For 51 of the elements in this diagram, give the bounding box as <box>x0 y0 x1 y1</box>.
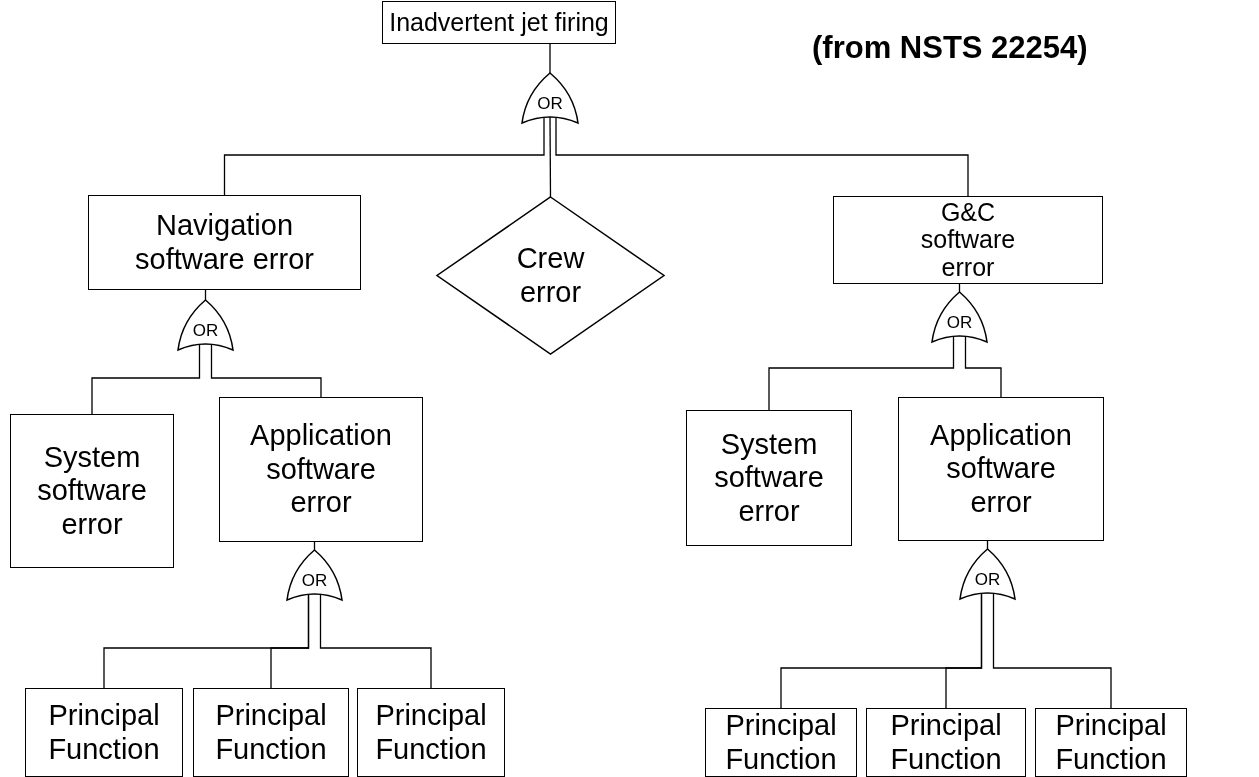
node-text: Principal Function <box>889 709 1003 776</box>
connector-line <box>945 593 983 709</box>
connector-line <box>210 344 322 398</box>
connector-line <box>768 336 955 411</box>
event-box <box>219 397 423 542</box>
connector-line <box>91 344 201 415</box>
connector-line <box>319 594 432 689</box>
node-text: Principal Function <box>374 699 488 766</box>
node-text: Principal Function <box>214 699 328 766</box>
node-text: OR <box>301 571 328 591</box>
event-box <box>866 708 1026 777</box>
event-box <box>898 397 1104 541</box>
source-note: (from NSTS 22254) <box>812 30 1088 66</box>
decision-diamond <box>437 197 664 354</box>
event-box <box>10 414 174 568</box>
event-box <box>193 688 349 777</box>
connector-line <box>964 336 1002 398</box>
node-text: Principal Function <box>1054 709 1168 776</box>
connector-line <box>549 116 552 198</box>
node-text: Principal Function <box>724 709 838 776</box>
event-box <box>88 195 361 290</box>
event-box <box>357 688 505 777</box>
node-text: System software error <box>713 428 825 528</box>
node-text: Inadvertent jet firing <box>389 8 609 37</box>
or-gate <box>287 550 342 600</box>
node-text: OR <box>974 570 1001 590</box>
event-box <box>705 708 857 777</box>
or-gate <box>960 549 1015 599</box>
connector-line <box>992 593 1112 709</box>
node-text: Application software error <box>250 419 392 520</box>
event-box <box>1035 708 1187 777</box>
event-box <box>686 410 852 546</box>
node-text: Crew error <box>515 242 586 309</box>
node-text: Application software error <box>929 419 1073 519</box>
connector-line <box>555 117 969 197</box>
event-box <box>25 688 183 777</box>
node-text: Principal Function <box>47 699 161 766</box>
or-gate <box>522 73 578 123</box>
node-text: G&C software error <box>919 198 1017 282</box>
event-box <box>833 196 1103 284</box>
connector-line <box>549 43 551 74</box>
node-text: OR <box>537 94 563 114</box>
connector-line <box>223 117 545 196</box>
connector-line <box>270 594 310 689</box>
node-text: System software error <box>36 441 148 541</box>
or-gate <box>178 300 233 350</box>
or-gate <box>932 292 987 342</box>
node-text: Navigation software error <box>134 209 315 276</box>
node-text: OR <box>192 321 219 341</box>
event-box <box>382 1 616 44</box>
node-text: OR <box>946 313 973 333</box>
